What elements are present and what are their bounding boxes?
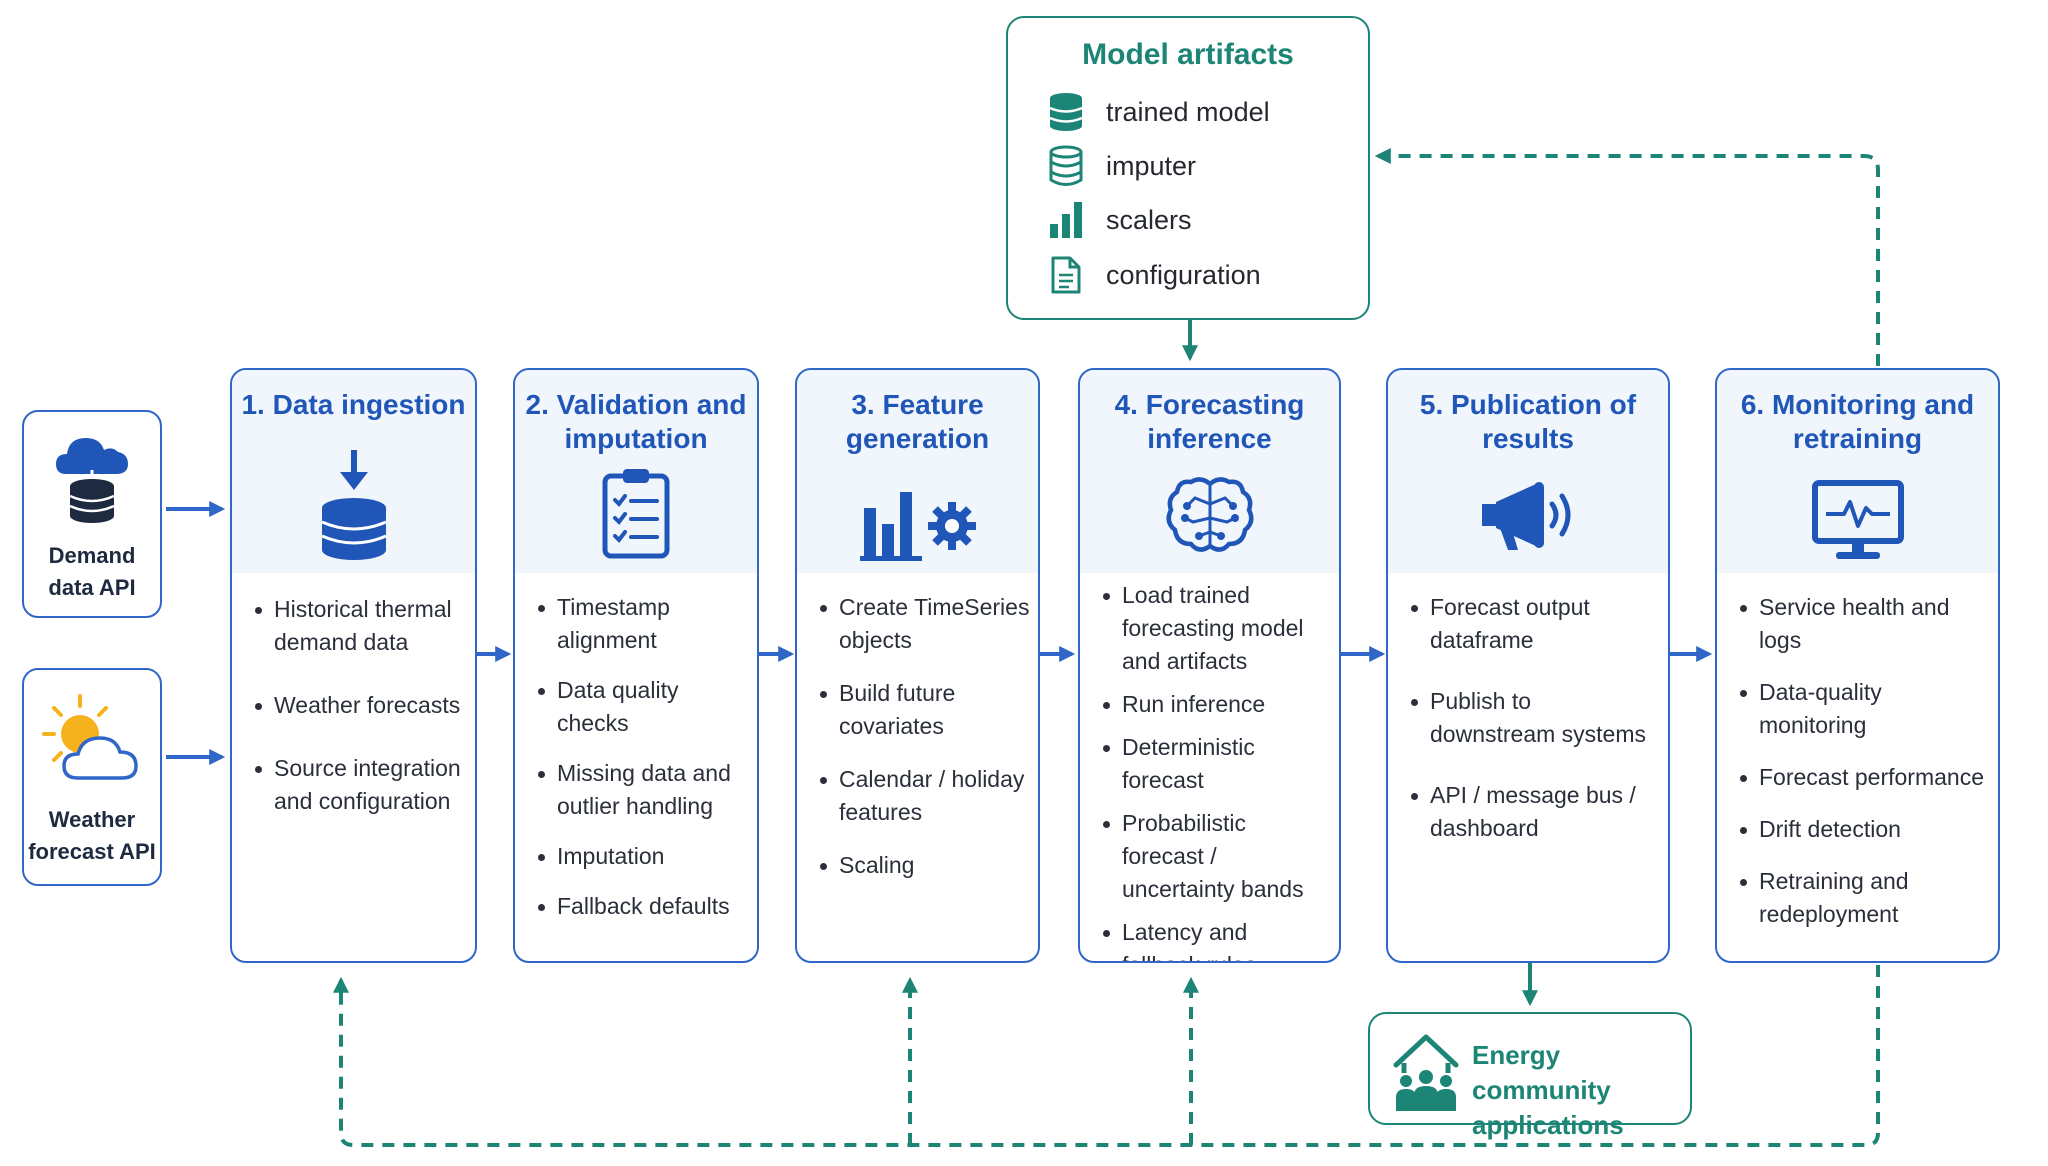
stage-title: 3. Feature generation bbox=[845, 389, 990, 454]
cloud-database-icon bbox=[56, 438, 128, 523]
stage-items: Historical thermal demand data Weather f… bbox=[252, 593, 467, 818]
stage-items: Service health and logs Data-quality mon… bbox=[1737, 591, 1990, 931]
stage-items: Timestamp alignment Data quality checks … bbox=[535, 591, 749, 923]
artifact-label: imputer bbox=[1106, 150, 1197, 181]
retraining-to-artifacts-arrow bbox=[1374, 148, 1880, 366]
stage-forecasting-inference: 4. Forecasting inference Load trained fo… bbox=[1078, 368, 1341, 963]
stage-title: 4. Forecasting inference bbox=[1114, 389, 1305, 454]
brain-circuit-icon bbox=[1166, 477, 1253, 552]
stage-validation-imputation: 2. Validation and imputation Timestamp a… bbox=[513, 368, 759, 963]
list-item: Source integration and configuration bbox=[252, 752, 467, 818]
list-item: Calendar / holiday features bbox=[817, 763, 1030, 829]
artifacts-title: Model artifacts bbox=[1082, 38, 1294, 71]
list-item: Fallback defaults bbox=[535, 890, 749, 923]
bar-chart-icon bbox=[1046, 198, 1086, 242]
list-item: Drift detection bbox=[1737, 813, 1990, 846]
clipboard-checklist-icon bbox=[602, 469, 670, 559]
list-item: Imputation bbox=[535, 840, 749, 873]
artifact-label: configuration bbox=[1106, 259, 1261, 290]
demand-api-label: Demand data API bbox=[48, 543, 136, 600]
stage-title: 6. Monitoring and retraining bbox=[1740, 389, 1975, 454]
megaphone-icon bbox=[1482, 482, 1571, 550]
stage-feature-generation: 3. Feature generation Create TimeSeries … bbox=[795, 368, 1040, 963]
list-item: Probabilistic forecast / uncertainty ban… bbox=[1100, 807, 1331, 906]
artifact-imputer: imputer bbox=[1046, 143, 1196, 189]
stage-title: 2. Validation and imputation bbox=[525, 389, 747, 454]
list-item: Scaling bbox=[817, 849, 1030, 882]
energy-community-label: Energy community applications bbox=[1472, 1040, 1624, 1140]
community-house-icon bbox=[1393, 1034, 1459, 1111]
artifact-label: trained model bbox=[1106, 96, 1270, 127]
stage-data-ingestion: 1. Data ingestion Historical thermal dem… bbox=[230, 368, 477, 963]
bar-chart-gear-icon bbox=[859, 492, 976, 561]
weather-api-box: Weather forecast API bbox=[22, 668, 162, 886]
database-download-icon bbox=[320, 450, 387, 560]
list-item: Weather forecasts bbox=[252, 689, 467, 722]
artifact-trained-model: trained model bbox=[1046, 89, 1270, 135]
stage-publication-results: 5. Publication of results Forecast outpu… bbox=[1386, 368, 1670, 963]
list-item: Timestamp alignment bbox=[535, 591, 749, 657]
list-item: Create TimeSeries objects bbox=[817, 591, 1030, 657]
stage-monitoring-retraining: 6. Monitoring and retraining Service hea… bbox=[1715, 368, 2000, 963]
list-item: Publish to downstream systems bbox=[1408, 685, 1660, 751]
energy-community-box: Energy community applications bbox=[1368, 1012, 1692, 1140]
list-item: Service health and logs bbox=[1737, 591, 1990, 657]
list-item: Forecast performance bbox=[1737, 761, 1990, 794]
list-item: Run inference bbox=[1100, 688, 1331, 721]
weather-api-label: Weather forecast API bbox=[28, 807, 156, 864]
stage-items: Create TimeSeries objects Build future c… bbox=[817, 591, 1030, 882]
list-item: Data quality checks bbox=[535, 674, 749, 740]
document-icon bbox=[1046, 253, 1086, 297]
stage-title: 1. Data ingestion bbox=[241, 389, 466, 420]
list-item: Data-quality monitoring bbox=[1737, 676, 1990, 742]
list-item: Forecast output dataframe bbox=[1408, 591, 1660, 657]
list-item: Latency and fallback rules bbox=[1100, 916, 1331, 961]
list-item: Retraining and redeployment bbox=[1737, 865, 1990, 931]
database-filled-icon bbox=[1046, 90, 1086, 134]
sun-cloud-icon bbox=[42, 694, 138, 780]
artifact-label: scalers bbox=[1106, 204, 1192, 235]
list-item: Historical thermal demand data bbox=[252, 593, 467, 659]
list-item: API / message bus / dashboard bbox=[1408, 779, 1660, 845]
stage-title: 5. Publication of results bbox=[1419, 389, 1637, 454]
monitor-pulse-icon bbox=[1811, 480, 1904, 559]
list-item: Deterministic forecast bbox=[1100, 731, 1331, 797]
list-item: Load trained forecasting model and artif… bbox=[1100, 579, 1331, 678]
feedback-loop bbox=[333, 148, 1880, 1147]
artifact-configuration: configuration bbox=[1046, 252, 1261, 298]
model-artifacts-box: Model artifacts trained model im bbox=[1006, 16, 1370, 320]
demand-api-box: Demand data API bbox=[22, 410, 162, 618]
database-outline-icon bbox=[1046, 144, 1086, 188]
artifact-scalers: scalers bbox=[1046, 197, 1192, 243]
list-item: Missing data and outlier handling bbox=[535, 757, 749, 823]
stage-items: Forecast output dataframe Publish to dow… bbox=[1408, 591, 1660, 845]
list-item: Build future covariates bbox=[817, 677, 1030, 743]
stage-items: Load trained forecasting model and artif… bbox=[1100, 579, 1331, 961]
